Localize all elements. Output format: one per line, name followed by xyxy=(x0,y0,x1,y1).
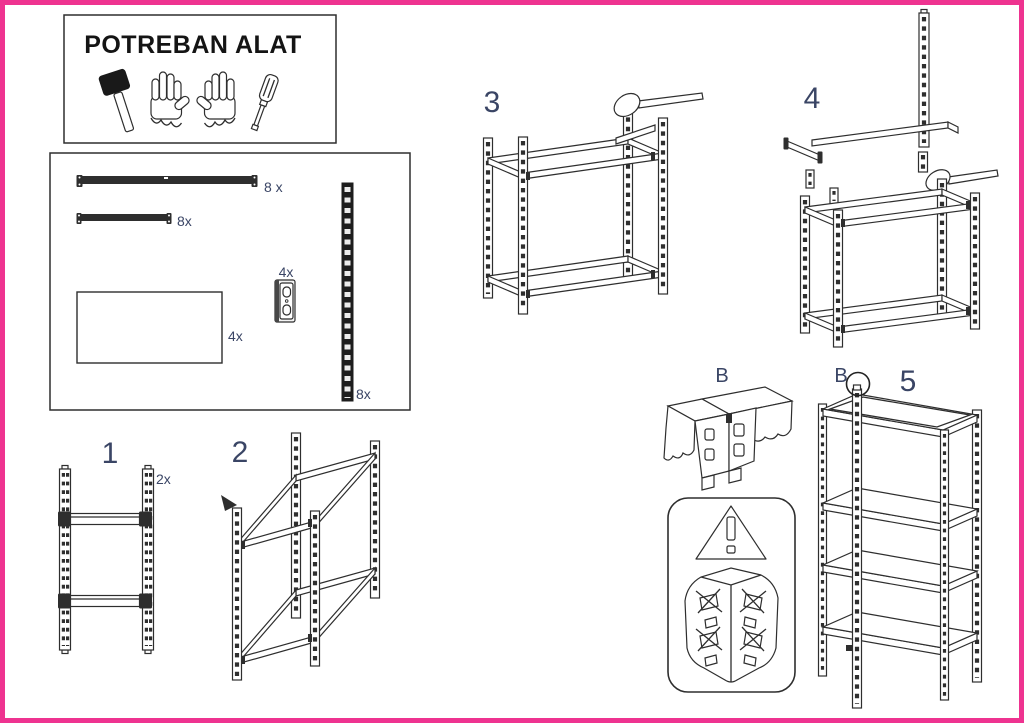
step-3-diagram xyxy=(482,92,704,315)
part-shelf-panel xyxy=(76,291,223,364)
step-4-label: 4 xyxy=(804,82,821,115)
detail-b-callout-label: B xyxy=(834,365,847,387)
floating-long-beam xyxy=(811,121,959,147)
shelf-level-3 xyxy=(820,549,980,594)
part-upright-post-qty: 8x xyxy=(356,386,371,402)
insert-arrow-icon xyxy=(221,495,237,511)
shelf-level-1 xyxy=(820,393,980,438)
detail-b-callout-circle xyxy=(845,371,871,397)
parts-box-frame xyxy=(49,152,411,411)
step-4-diagram xyxy=(783,8,999,348)
step-5-diagram xyxy=(817,371,983,709)
part-long-beam-qty: 8 x xyxy=(264,179,283,195)
detail-b-diagram xyxy=(663,386,794,491)
parts-box: 8 x 8x 4x 4x 8x xyxy=(49,152,411,411)
post-connector-segment xyxy=(917,151,929,173)
tools-box-title: POTREBAN ALAT xyxy=(84,31,302,59)
step-3-label: 3 xyxy=(484,86,501,119)
step-5-label: 5 xyxy=(900,365,917,398)
warning-triangle-icon xyxy=(695,505,767,560)
step-2-diagram xyxy=(221,432,381,681)
step-1-label: 1 xyxy=(102,437,119,470)
part-upright-post xyxy=(341,182,354,402)
mallet-step-3-icon xyxy=(613,92,704,118)
post-connector-left xyxy=(805,169,815,189)
part-short-beam-qty: 8x xyxy=(177,213,192,229)
rubber-mallet-icon xyxy=(98,68,135,133)
screwdriver-icon xyxy=(250,73,279,132)
floating-short-beam xyxy=(783,137,823,164)
part-short-beam xyxy=(76,213,172,224)
post-connector-mid xyxy=(829,187,839,205)
step-1-qty: 2x xyxy=(156,471,171,487)
step-1-diagram xyxy=(58,464,155,655)
step-2-label: 2 xyxy=(232,436,249,469)
glove-left-icon xyxy=(150,71,190,128)
beam-being-fitted xyxy=(615,124,656,145)
part-foot-cap xyxy=(274,279,296,323)
wrong-slots-diagram xyxy=(684,567,779,683)
part-shelf-panel-qty: 4x xyxy=(228,328,243,344)
detail-b-label: B xyxy=(715,365,728,387)
shelf-level-2 xyxy=(820,487,980,532)
tools-box: POTREBAN ALAT xyxy=(63,14,337,144)
part-long-beam xyxy=(76,175,258,187)
upright-extension-post xyxy=(918,8,930,148)
warning-box xyxy=(667,497,796,693)
part-foot-cap-qty: 4x xyxy=(279,264,294,280)
